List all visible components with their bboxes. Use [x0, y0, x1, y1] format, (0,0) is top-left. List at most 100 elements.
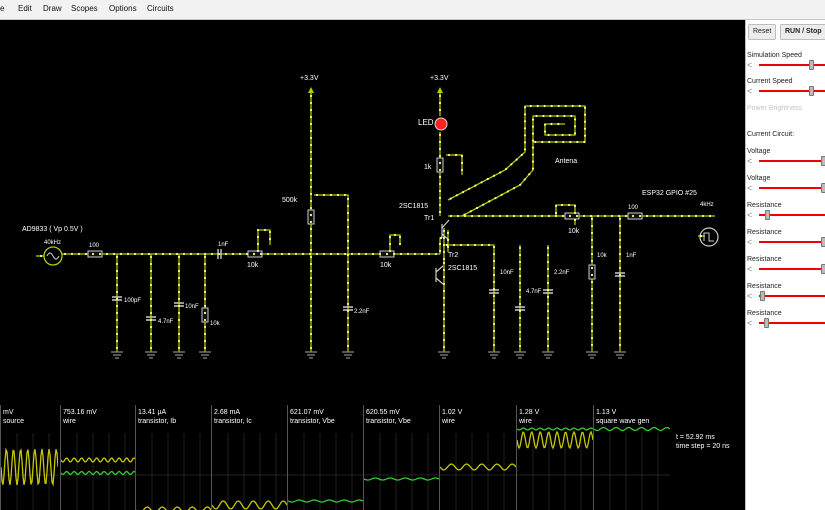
current-dot: [618, 343, 622, 347]
current-dot: [182, 252, 186, 256]
menu-file[interactable]: e: [0, 4, 5, 13]
param-slider[interactable]: <: [747, 237, 825, 247]
current-dot: [149, 255, 153, 259]
sim-speed-slider[interactable]: <: [747, 60, 825, 70]
current-dot: [617, 214, 621, 218]
param-slider[interactable]: <: [747, 183, 825, 193]
current-dot: [309, 332, 313, 336]
label-c-2.2nf-a: 2.2nF: [354, 309, 370, 315]
scope-6-label: wire: [442, 418, 455, 425]
current-dot: [518, 267, 522, 271]
scope-6[interactable]: 1.02 V wire: [439, 405, 516, 510]
slider-thumb[interactable]: [821, 156, 825, 166]
current-dot: [149, 311, 153, 315]
current-dot: [590, 273, 594, 277]
current-dot: [590, 308, 594, 312]
current-dot: [618, 329, 622, 333]
scope-1[interactable]: 753.16 mV wire: [60, 405, 136, 510]
current-dot: [442, 250, 446, 254]
current-dot: [480, 181, 483, 184]
current-dot: [309, 178, 313, 182]
current-dot: [149, 269, 153, 273]
current-dot: [560, 203, 564, 207]
current-dot: [531, 125, 535, 128]
scope-8[interactable]: 1.13 V square wave gen: [593, 405, 670, 510]
current-dot: [309, 220, 313, 224]
current-dot: [590, 266, 594, 270]
slider-thumb[interactable]: [760, 291, 766, 301]
current-dot: [523, 120, 527, 123]
menu-circuits[interactable]: Circuits: [147, 4, 174, 13]
current-speed-label: Current Speed: [747, 78, 793, 85]
current-dot: [518, 323, 522, 327]
current-dot: [546, 246, 550, 250]
current-dot: [701, 214, 705, 218]
scope-3[interactable]: 2.68 mA transistor, Ic: [211, 405, 287, 510]
slider-thumb[interactable]: [821, 183, 825, 193]
circuit-canvas[interactable]: +3.3V +3.3V LED 1k Antena AD9833 ( Vp 0.…: [0, 20, 745, 510]
current-dot: [256, 228, 260, 232]
scope-7-label: wire: [519, 418, 532, 425]
scope-5-value: 620.55 mV: [366, 409, 400, 416]
scope-7[interactable]: 1.28 V wire: [516, 405, 593, 510]
current-dot: [346, 225, 350, 229]
menu-edit[interactable]: Edit: [18, 4, 32, 13]
menu-options[interactable]: Options: [109, 4, 137, 13]
current-dot: [364, 252, 368, 256]
current-dot: [309, 108, 313, 112]
current-dot: [523, 113, 527, 116]
current-dot: [203, 276, 207, 280]
menu-scopes[interactable]: Scopes: [71, 4, 98, 13]
current-dot: [309, 297, 313, 301]
current-dot: [645, 214, 649, 218]
current-dot: [203, 304, 207, 308]
slider-thumb[interactable]: [808, 60, 814, 70]
current-dot: [652, 214, 656, 218]
current-dot: [115, 269, 119, 273]
current-dot: [542, 114, 545, 118]
param-slider[interactable]: <: [747, 318, 825, 328]
current-dot: [452, 243, 456, 247]
scope-2[interactable]: 13.41 µA transistor, Ib: [135, 405, 211, 510]
current-dot: [309, 94, 313, 98]
scope-trace-line: [364, 477, 439, 481]
current-dot: [115, 297, 119, 301]
current-dot: [149, 297, 153, 301]
label-pot-500k: 500k: [282, 197, 298, 204]
reset-button[interactable]: Reset: [748, 24, 777, 40]
circuit-schematic[interactable]: +3.3V +3.3V LED 1k Antena AD9833 ( Vp 0.…: [0, 20, 745, 400]
slider-thumb[interactable]: [821, 237, 825, 247]
param-slider[interactable]: <: [747, 291, 825, 301]
current-dot: [618, 245, 622, 249]
scope-0[interactable]: mV source: [0, 405, 58, 510]
param-slider[interactable]: <: [747, 264, 825, 274]
current-dot: [256, 242, 260, 246]
current-dot: [492, 266, 496, 270]
param-slider[interactable]: <: [747, 156, 825, 166]
menu-draw[interactable]: Draw: [43, 4, 62, 13]
param-slider[interactable]: <: [747, 210, 825, 220]
label-c-100pf: 100pF: [124, 298, 141, 304]
slider-thumb[interactable]: [763, 318, 769, 328]
current-dot: [177, 297, 181, 301]
current-dot: [309, 234, 313, 238]
slider-thumb[interactable]: [808, 86, 814, 96]
current-dot: [475, 206, 479, 210]
current-dot: [573, 211, 577, 215]
resistor-100-in: [87, 250, 103, 258]
slider-thumb[interactable]: [821, 264, 825, 274]
current-dot: [268, 237, 272, 241]
current-dot: [115, 325, 119, 329]
run-stop-button[interactable]: RUN / Stop: [780, 24, 825, 40]
current-speed-slider[interactable]: <: [747, 86, 825, 96]
scope-0-label: source: [3, 418, 25, 425]
slider-thumb[interactable]: [765, 210, 771, 220]
current-dot: [531, 153, 535, 156]
current-dot: [460, 161, 464, 165]
current-dot: [666, 214, 670, 218]
scope-5[interactable]: 620.55 mV transistor, Vbe: [363, 405, 439, 510]
current-dot: [590, 322, 594, 326]
current-dot: [346, 232, 350, 236]
current-dot: [573, 118, 577, 121]
scope-4[interactable]: 621.07 mV transistor, Vbe: [287, 405, 363, 510]
